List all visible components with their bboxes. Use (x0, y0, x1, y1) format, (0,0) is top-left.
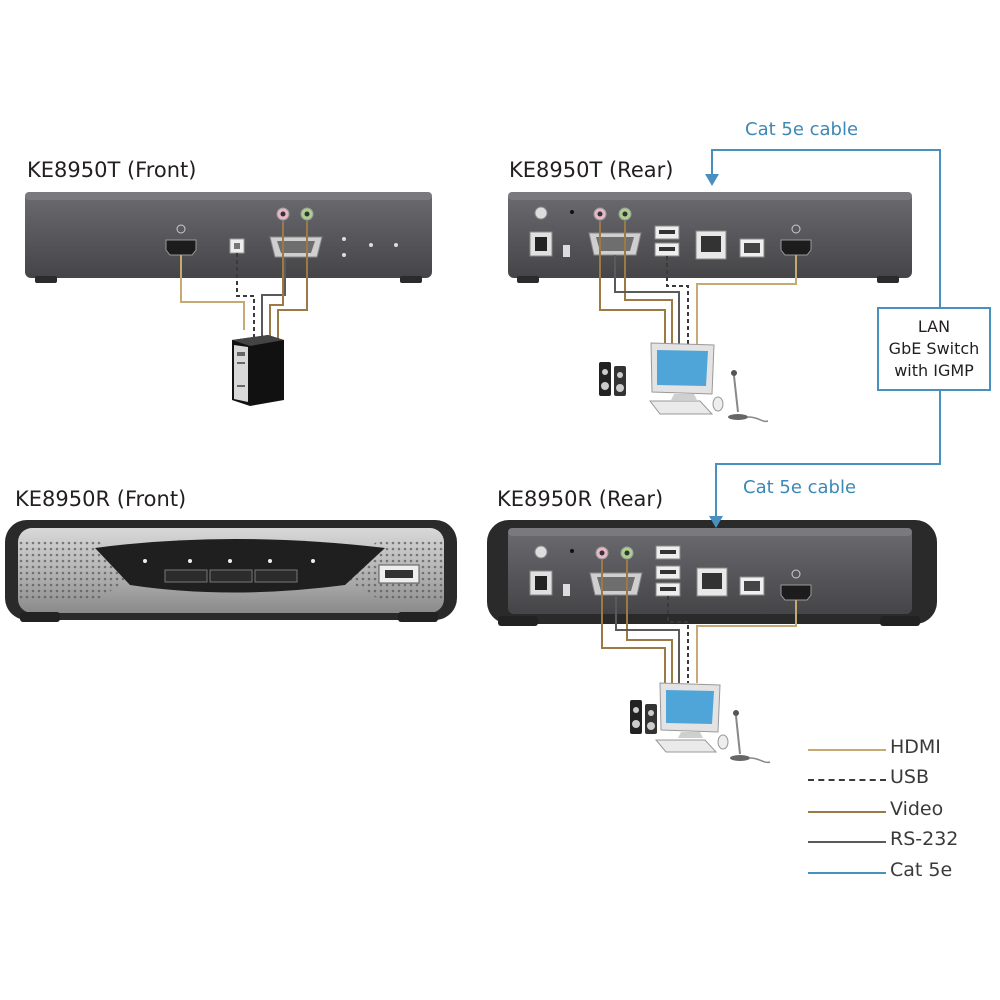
legend-swatch-usb (808, 779, 886, 781)
cat5e-cable-label-top: Cat 5e cable (745, 119, 859, 140)
cat5e-cable-label-bottom: Cat 5e cable (743, 477, 857, 498)
legend-swatch-cat5e (808, 872, 886, 874)
switch-line-3: with IGMP (894, 361, 974, 380)
legend-item-video: Video (808, 798, 988, 824)
ke8950r-front-device (5, 520, 457, 622)
workstation-icon-bottom (630, 682, 771, 764)
ke8950r-rear-cables (601, 560, 797, 683)
workstation-icon-top (599, 342, 769, 423)
legend-swatch-video (808, 811, 886, 813)
legend-swatch-rs232 (808, 841, 886, 843)
lan-gbe-switch-box: LAN GbE Switch with IGMP (877, 307, 991, 391)
legend-label-rs232: RS-232 (890, 828, 959, 850)
legend-label-video: Video (890, 798, 944, 820)
ke8950t-front-device (25, 192, 432, 283)
switch-line-2: GbE Switch (888, 339, 980, 358)
ke8950t-rear-device (508, 192, 912, 283)
ke8950t-front-label: KE8950T (Front) (27, 158, 197, 182)
legend-item-cat5e: Cat 5e (808, 859, 988, 885)
legend-label-cat5e: Cat 5e (890, 859, 953, 881)
legend-label-usb: USB (890, 766, 930, 788)
legend-label-hdmi: HDMI (890, 736, 941, 758)
legend-swatch-hdmi (808, 749, 886, 751)
legend-item-rs232: RS-232 (808, 828, 988, 854)
ke8950t-rear-label: KE8950T (Rear) (509, 158, 674, 182)
legend-item-hdmi: HDMI (808, 736, 988, 762)
ke8950t-rear-cables (599, 221, 797, 345)
pc-tower-icon (232, 335, 284, 406)
switch-line-1: LAN (917, 317, 951, 336)
ke8950r-rear-device (487, 520, 937, 626)
ke8950t-front-cables (180, 221, 308, 340)
ke8950r-rear-label: KE8950R (Rear) (497, 487, 664, 511)
cat5e-cable-routes (705, 149, 941, 528)
legend-item-usb: USB (808, 766, 988, 792)
ke8950r-front-label: KE8950R (Front) (15, 487, 187, 511)
